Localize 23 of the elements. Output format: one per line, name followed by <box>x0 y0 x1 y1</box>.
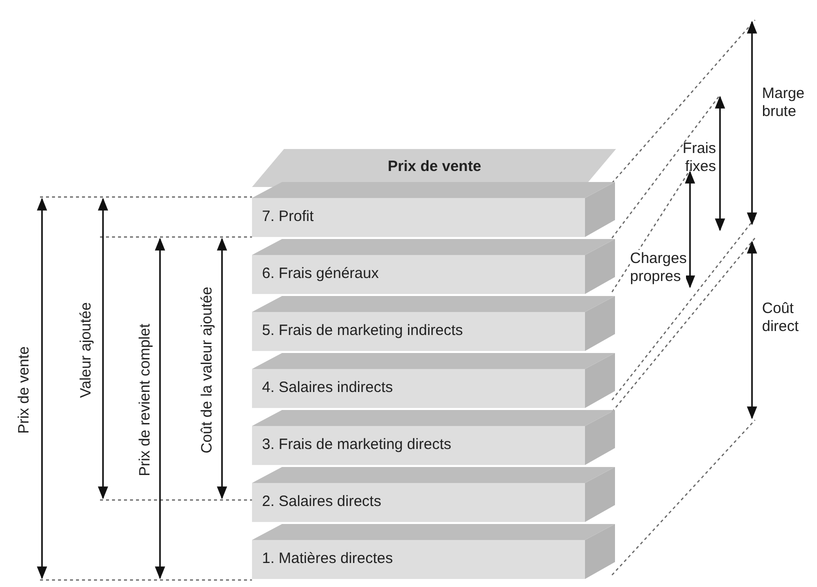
layer-slab <box>252 465 617 523</box>
layer-label: 7. Profit <box>262 208 314 225</box>
layer-slab <box>252 408 617 466</box>
layer-label: 6. Frais généraux <box>262 265 379 282</box>
layer-slab <box>252 180 617 238</box>
layer-label: 4. Salaires indirects <box>262 379 393 396</box>
dimension-label: Marge brute <box>762 85 806 121</box>
layer-label: 2. Salaires directs <box>262 493 382 510</box>
layer-label: 5. Frais de marketing indirects <box>262 322 463 339</box>
layer-slab <box>252 294 617 352</box>
layer-label: 1. Matières directes <box>262 550 393 567</box>
layer-slab <box>252 237 617 295</box>
dimension-label: Coût direct <box>762 300 800 336</box>
dimension-label: Valeur ajoutée <box>78 302 94 398</box>
dimension-label: Frais fixes <box>682 140 716 176</box>
layer-slab <box>252 522 617 580</box>
layer-slab <box>252 351 617 409</box>
layer-title: Prix de vente <box>386 158 482 175</box>
dimension-label: Prix de vente <box>16 346 32 434</box>
dimension-label: Charges propres <box>630 250 686 286</box>
dimension-label: Prix de revient complet <box>136 324 154 476</box>
layer-label: 3. Frais de marketing directs <box>262 436 452 453</box>
dimension-label: Coût de la valeur ajoutée <box>198 286 216 454</box>
